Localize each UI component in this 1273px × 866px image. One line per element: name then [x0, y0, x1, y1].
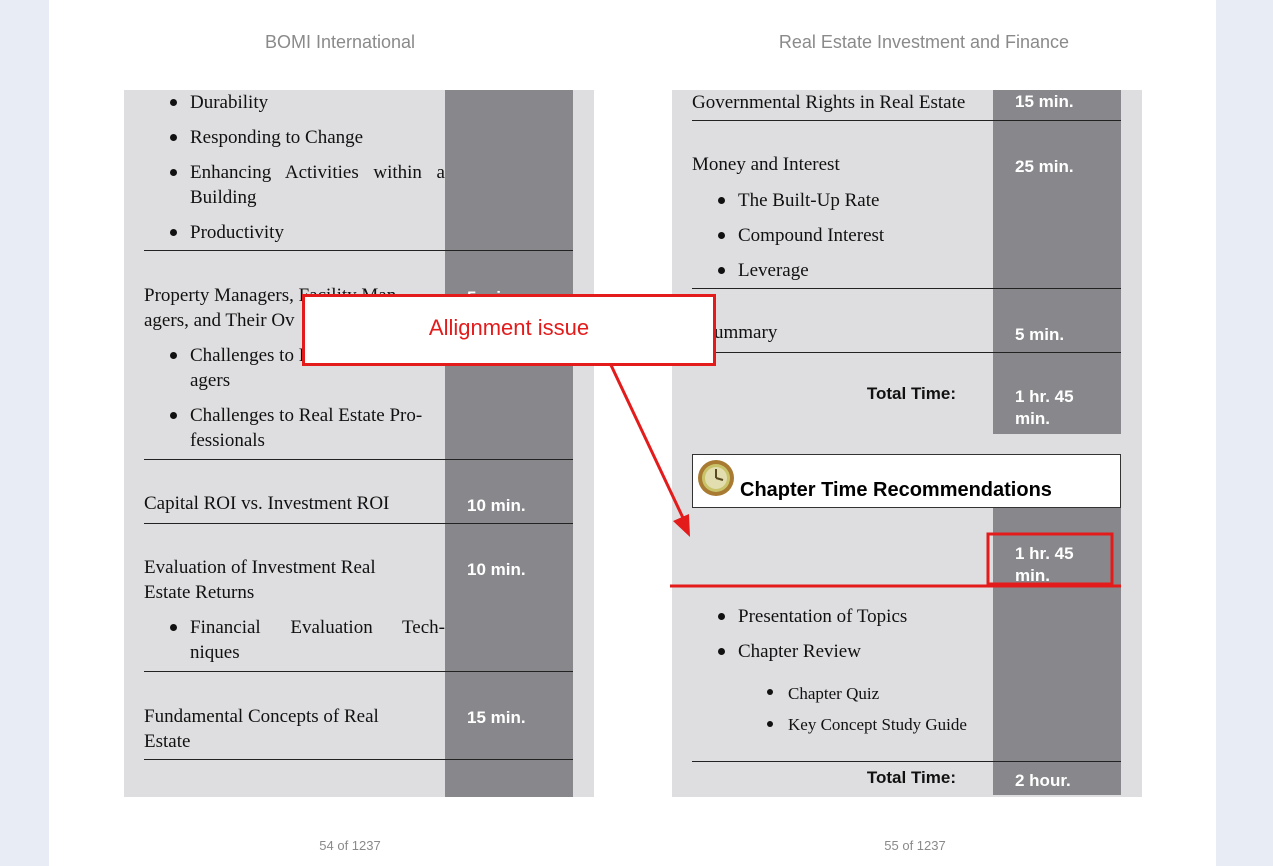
row-divider [692, 288, 1121, 289]
row-divider [144, 459, 573, 460]
bullet-icon [170, 134, 177, 141]
list-item-enhancing-line1: Enhancing Activities within a [190, 162, 445, 183]
total-time-label-1: Total Time: [866, 384, 956, 403]
left-page-number: 54 of 1237 [319, 838, 381, 853]
list-item-financial-line2: niques [190, 642, 240, 663]
topic-evaluation-line1: Evaluation of Investment Real [144, 557, 376, 578]
time-fundamental: 15 min. [467, 708, 526, 727]
row-divider [692, 120, 1121, 121]
bullet-icon [170, 99, 177, 106]
list-item-productivity: Productivity [190, 222, 284, 243]
row-divider [144, 671, 573, 672]
list-item-presentation: Presentation of Topics [738, 606, 908, 627]
right-page-number: 55 of 1237 [884, 838, 946, 853]
right-time-column-bottom [993, 508, 1121, 795]
topic-summary: ummary [714, 322, 778, 343]
topic-property-managers-line2: agers, and Their Ov [144, 310, 295, 331]
total-time-value-1a: 1 hr. 45 [1015, 387, 1074, 406]
list-item-key-concept: Key Concept Study Guide [788, 715, 967, 734]
right-page-header: Real Estate Investment and Finance [778, 32, 1070, 52]
list-item-chapter-review: Chapter Review [738, 641, 861, 662]
time-money-interest: 25 min. [1015, 157, 1074, 176]
highlight-box [986, 532, 1114, 586]
left-time-column [445, 90, 573, 797]
list-item-built-up: The Built-Up Rate [738, 190, 880, 211]
arrow-line [608, 362, 686, 521]
total-time-label-2: Total Time: [866, 768, 956, 787]
bullet-icon [718, 648, 725, 655]
topic-evaluation-line2: Estate Returns [144, 582, 255, 603]
list-item-compound: Compound Interest [738, 225, 885, 246]
time-summary: 5 min. [1015, 325, 1065, 344]
bullet-icon [170, 624, 177, 631]
bullet-icon [767, 721, 773, 727]
row-divider [144, 759, 573, 760]
list-item-challenges-line2: agers [190, 370, 231, 391]
rec-time-b: min. [1015, 566, 1050, 585]
topic-fundamental-line1: Fundamental Concepts of Real [144, 706, 379, 727]
chapter-rec-box [692, 454, 1121, 508]
topic-capital-roi: Capital ROI vs. Investment ROI [144, 493, 390, 514]
bullet-icon [170, 412, 177, 419]
left-page-header: BOMI International [264, 32, 416, 52]
bullet-icon [767, 689, 773, 695]
topic-gov-rights: Governmental Rights in Real Estate [692, 92, 966, 113]
bullet-icon [170, 169, 177, 176]
bullet-icon [170, 229, 177, 236]
row-divider [144, 250, 573, 251]
bullet-icon [718, 197, 725, 204]
clock-icon [697, 459, 735, 502]
arrow-head [673, 514, 690, 537]
time-gov-rights: 15 min. [1015, 92, 1074, 111]
row-divider [692, 352, 1121, 353]
right-time-column-top [993, 90, 1121, 434]
list-item-leverage: Leverage [738, 260, 809, 281]
chapter-rec-title: Chapter Time Recommendations [740, 479, 1052, 501]
list-item-chapter-quiz: Chapter Quiz [788, 684, 880, 703]
time-evaluation: 10 min. [467, 560, 526, 579]
list-item-financial-line1: Financial Evaluation Tech- [190, 617, 445, 638]
bullet-icon [718, 232, 725, 239]
row-divider [692, 761, 1121, 762]
total-time-value-2: 2 hour. [1015, 771, 1071, 790]
topic-money-interest: Money and Interest [692, 154, 840, 175]
row-divider [144, 523, 573, 524]
topic-fundamental-line2: Estate [144, 731, 191, 752]
list-item-durability: Durability [190, 92, 269, 113]
annotation-callout-text: Allignment issue [428, 315, 590, 340]
time-capital-roi: 10 min. [467, 496, 526, 515]
annotation-callout: Allignment issue [302, 294, 716, 366]
total-time-value-1b: min. [1015, 409, 1050, 428]
list-item-responding: Responding to Change [190, 127, 364, 148]
rec-time-a: 1 hr. 45 [1015, 544, 1074, 563]
bullet-icon [718, 613, 725, 620]
list-item-challenges-re-line2: fessionals [190, 430, 265, 451]
list-item-enhancing-line2: Building [190, 187, 257, 208]
bullet-icon [718, 267, 725, 274]
list-item-challenges-re-line1: Challenges to Real Estate Pro- [190, 405, 423, 426]
bullet-icon [170, 352, 177, 359]
